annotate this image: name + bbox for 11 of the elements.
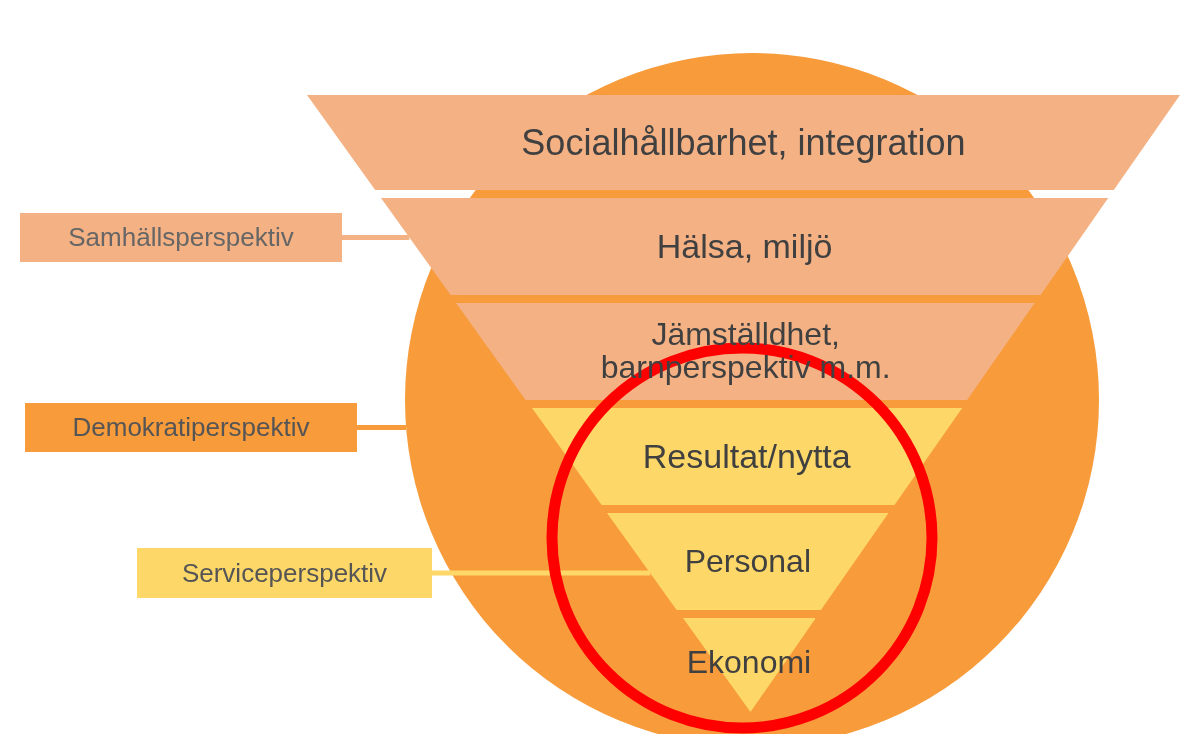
- leader-line: [342, 235, 410, 240]
- level-label: Resultat/nytta: [642, 438, 851, 475]
- leader-line: [357, 425, 407, 430]
- level-label: Socialhållbarhet, integration: [521, 123, 966, 162]
- perspective-tag: Serviceperspektiv: [137, 548, 432, 598]
- level-label: Ekonomi: [686, 646, 812, 680]
- perspective-tag: Samhällsperspektiv: [20, 213, 342, 262]
- level-label: Personal: [684, 544, 811, 579]
- perspective-tag: Demokratiperspektiv: [25, 403, 357, 452]
- level-label: Hälsa, miljö: [656, 228, 833, 265]
- leader-line: [432, 570, 651, 576]
